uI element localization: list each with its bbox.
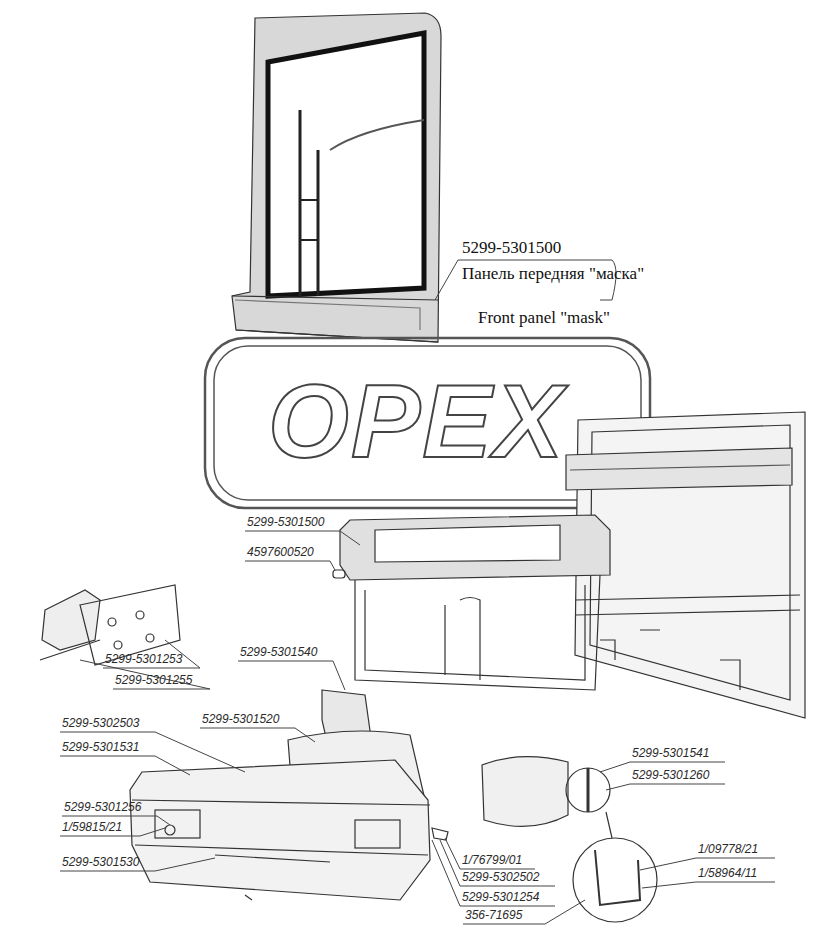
part-number: 5299-5301500 [247,516,324,530]
part-number: 1/59815/21 [62,821,122,835]
part-number: 5299-5301255 [115,674,192,688]
part-number: 5299-5301253 [105,653,182,667]
part-name: Front panel "mask" [478,308,610,328]
watermark: OPEX [268,362,565,482]
part-number: 5299-5301530 [62,856,139,870]
part-number: 5299-5301531 [62,741,139,755]
part-number: 1/76799/01 [462,854,522,868]
part-number: 5299-5301260 [632,769,709,783]
part-number: 5299-5301500 [462,238,561,258]
part-number: 4597600520 [247,546,314,560]
part-number: 5299-5301256 [64,801,141,815]
part-number: 5299-5301540 [240,646,317,660]
part-number: 5299-5302502 [462,871,539,885]
part-number: 5299-5301541 [632,747,709,761]
part-number: 1/09778/21 [698,843,758,857]
part-number: 356-71695 [465,909,522,923]
part-number: 1/58964/11 [698,867,757,881]
part-name: Панель передняя "маска" [458,264,648,284]
part-number: 5299-5302503 [62,717,139,731]
part-number: 5299-5301520 [202,713,279,727]
part-number: 5299-5301254 [462,891,539,905]
